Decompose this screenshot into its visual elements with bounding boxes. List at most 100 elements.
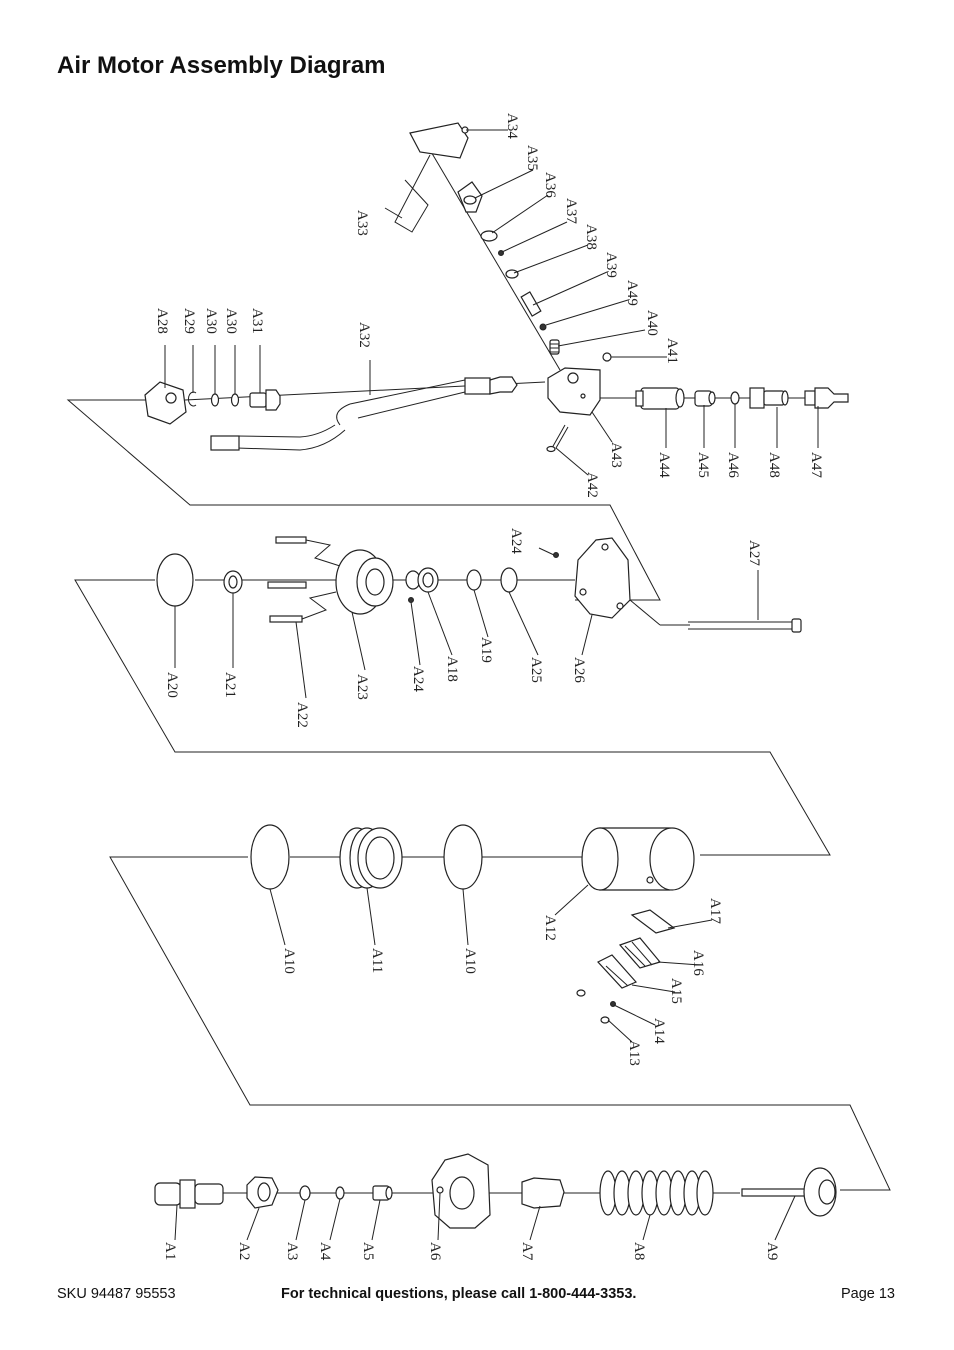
label-a49: A49 [624, 280, 640, 306]
footer-tech-support: For technical questions, please call 1-8… [281, 1286, 637, 1302]
part-a46-washer [730, 391, 740, 405]
part-a33-trigger-spring [394, 154, 431, 233]
part-a18-piston [405, 567, 439, 593]
part-a16-filter-screen [618, 937, 662, 969]
label-a22: A22 [294, 702, 310, 728]
label-a32: A32 [356, 322, 372, 348]
part-a10-gasket-left [250, 824, 290, 890]
label-a45: A45 [695, 452, 711, 478]
label-a27: A27 [746, 540, 762, 566]
part-a17-filter-cover [630, 909, 676, 934]
label-a43: A43 [608, 442, 624, 468]
part-a11-cylinder-ring [339, 827, 403, 889]
label-a26: A26 [571, 657, 587, 683]
label-a13: A13 [626, 1040, 642, 1066]
part-a7-coupling-nut [521, 1177, 565, 1209]
label-a47: A47 [808, 452, 824, 478]
part-a22-screws [267, 536, 341, 623]
label-a4: A4 [317, 1242, 333, 1261]
label-a31: A31 [249, 308, 265, 334]
label-a17: A17 [707, 898, 723, 924]
part-a25-o-ring [500, 567, 518, 593]
label-a8: A8 [631, 1242, 647, 1260]
label-a10-left: A10 [281, 948, 297, 974]
label-a10-right: A10 [462, 948, 478, 974]
label-a16: A16 [690, 950, 706, 976]
part-a43-valve-housing [547, 367, 601, 416]
part-a24-pin-lower [408, 597, 414, 603]
part-a2-hex-nut [246, 1176, 279, 1209]
part-a39-valve-pin [520, 291, 542, 317]
label-a24-lower: A24 [410, 666, 426, 692]
part-a24-pin-upper [553, 552, 559, 558]
part-a49-o-ring [539, 323, 547, 331]
part-a30-o-ring-1 [210, 393, 220, 407]
part-a44-coupler [635, 387, 685, 410]
part-a47-air-inlet [804, 387, 849, 409]
part-a36-washer [480, 230, 498, 242]
part-a5-bushing [372, 1185, 393, 1201]
leader-lines [164, 129, 819, 1241]
part-a32-air-hose [210, 376, 518, 451]
page-title: Air Motor Assembly Diagram [57, 52, 386, 79]
part-a8-spring [599, 1170, 714, 1216]
part-a34-trigger [409, 122, 469, 159]
label-a15: A15 [668, 978, 684, 1004]
label-a41: A41 [664, 338, 680, 364]
label-a1: A1 [162, 1242, 178, 1260]
label-a44: A44 [656, 452, 672, 478]
label-a28: A28 [154, 308, 170, 334]
part-a31-fitting [249, 389, 281, 411]
label-a39: A39 [603, 252, 619, 278]
part-a12-cylinder [581, 827, 695, 891]
part-a23-cylinder-head [335, 549, 394, 615]
label-a23: A23 [354, 674, 370, 700]
label-a37: A37 [563, 198, 579, 224]
assembly-guide-lines [66, 149, 891, 1194]
label-a3: A3 [284, 1242, 300, 1260]
part-a15-filter-housing [597, 954, 638, 989]
part-a35-valve-stem [457, 181, 483, 213]
part-a48-fitting [749, 387, 789, 409]
part-a26-end-cap [574, 537, 631, 619]
part-a38-washer [505, 269, 519, 279]
label-a6: A6 [427, 1242, 443, 1261]
label-a14: A14 [651, 1018, 667, 1044]
label-a2: A2 [236, 1242, 252, 1260]
label-a5: A5 [360, 1242, 376, 1260]
part-a6-rear-cap [431, 1153, 491, 1229]
label-a19: A19 [478, 637, 494, 663]
label-a24-upper: A24 [508, 528, 524, 554]
label-a9: A9 [764, 1242, 780, 1260]
label-a7: A7 [519, 1242, 535, 1261]
label-a30-first: A30 [203, 308, 219, 334]
label-a25: A25 [528, 657, 544, 683]
part-a10-gasket-right [443, 824, 483, 890]
label-a30-second: A30 [223, 308, 239, 334]
footer-sku: SKU 94487 95553 [57, 1286, 176, 1302]
label-a36: A36 [542, 172, 558, 198]
part-a40-valve-spring [549, 339, 560, 355]
part-a19-o-ring [466, 569, 482, 591]
label-a11: A11 [369, 948, 385, 973]
part-a21-bearing [223, 570, 243, 594]
part-a28-hex-nut [144, 381, 187, 425]
label-a38: A38 [583, 224, 599, 250]
label-a33: A33 [354, 210, 370, 236]
label-a12: A12 [542, 915, 558, 941]
part-a9-piston-rod [741, 1167, 837, 1217]
label-a35: A35 [524, 145, 540, 171]
part-a20-gasket [156, 553, 194, 607]
footer-page-number: Page 13 [840, 1286, 895, 1302]
part-a3-washer [299, 1185, 311, 1201]
label-a46: A46 [725, 452, 741, 478]
part-a27-long-bolt [688, 618, 802, 633]
part-a42-screw [546, 424, 569, 453]
label-a21: A21 [222, 672, 238, 698]
part-a41-plug [602, 352, 612, 362]
label-a42: A42 [584, 472, 600, 498]
part-a30-o-ring-2 [230, 393, 240, 407]
label-a18: A18 [444, 656, 460, 682]
label-a48: A48 [766, 452, 782, 478]
